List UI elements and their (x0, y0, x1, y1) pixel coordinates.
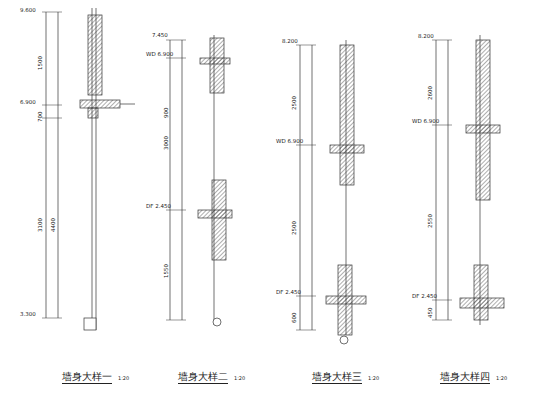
dimension-text: 3100 (38, 218, 44, 232)
dimension-text: 2500 (292, 221, 298, 235)
dimension-text: 900 (164, 108, 170, 119)
dimension-text: 2600 (428, 86, 434, 100)
dimension-text: 1550 (164, 264, 170, 278)
dimension-text: 600 (292, 313, 298, 324)
dimension-text: 2550 (428, 214, 434, 228)
elevation-mark: 8.200 (418, 34, 434, 40)
scale-note: 1:20 (234, 376, 245, 381)
dimension-text: 3000 (164, 136, 170, 150)
detail-title: 墙身大样四 (440, 372, 490, 384)
elevation-mark: DF 2.450 (146, 204, 171, 210)
detail-title: 墙身大样一 (62, 372, 112, 384)
scale-note: 1:20 (496, 376, 507, 381)
elevation-mark: DF 2.450 (276, 290, 301, 296)
dimension-text: 450 (428, 308, 434, 319)
detail-title: 墙身大样二 (178, 372, 228, 384)
dimension-text: 2500 (292, 96, 298, 110)
elevation-mark: WD 6.900 (276, 139, 303, 145)
detail-title: 墙身大样三 (312, 372, 362, 384)
dimension-text: 4400 (51, 218, 57, 232)
scale-note: 1:20 (368, 376, 379, 381)
elevation-mark: 6.900 (20, 100, 36, 106)
scale-note: 1:20 (118, 376, 129, 381)
elevation-mark: 8.200 (282, 39, 298, 45)
elevation-mark: 7.450 (152, 33, 168, 39)
dimension-text: 700 (38, 112, 44, 123)
dimension-text: 1500 (38, 56, 44, 70)
elevation-mark: 9.600 (20, 8, 36, 14)
elevation-mark: 3.300 (20, 312, 36, 318)
elevation-mark: DF 2.450 (412, 294, 437, 300)
elevation-mark: WD 6.900 (146, 52, 173, 58)
elevation-mark: WD 6.900 (412, 119, 439, 125)
